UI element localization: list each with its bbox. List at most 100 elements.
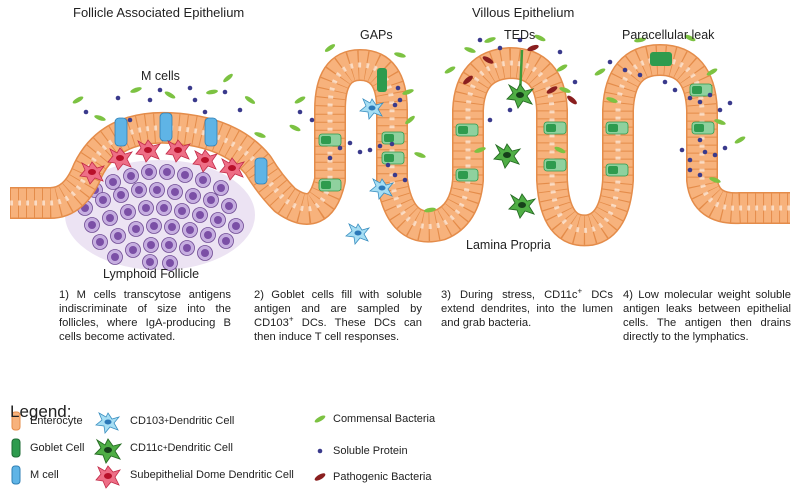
goblet-cell [650,52,672,66]
lymphocyte [131,182,147,198]
soluble-protein [687,157,693,163]
soluble-protein [697,99,703,105]
goblet-cell-granule [694,124,704,132]
legend-goblet-icon [11,438,21,458]
soluble-protein [497,45,503,51]
lymphocyte [218,233,234,249]
commensal-bacterium [684,34,696,42]
commensal-bacterium [72,96,84,104]
lymphocyte [92,234,108,250]
goblet-cell-granule [608,166,618,174]
paracellular-label: Paracellular leak [622,28,715,42]
legend-mcell-icon [11,465,21,485]
commensal-bacterium [130,87,142,93]
legend-cd11c: CD11c+ Dendritic Cell [130,442,233,454]
m-cells-label: M cells [141,69,180,83]
commensal-bacterium [606,97,618,103]
commensal-bacterium [94,115,106,121]
soluble-protein [395,85,401,91]
pathogenic-bacterium [546,86,558,94]
soluble-protein [147,97,153,103]
caption-2: 2) Goblet cells fill with soluble antige… [254,289,422,343]
lymphocyte [210,212,226,228]
lymphocyte [120,204,136,220]
soluble-protein [557,49,563,55]
soluble-protein [717,107,723,113]
soluble-protein [389,141,395,147]
goblet-cell-granule [321,136,331,144]
soluble-protein [722,145,728,151]
legend-pathogenic: Pathogenic Bacteria [333,471,432,483]
lymphocyte [221,198,237,214]
commensal-bacterium [405,115,415,125]
goblet-cell-granule [546,124,556,132]
soluble-protein [702,149,708,155]
soluble-protein [237,107,243,113]
legend-cd103-icon [95,412,120,434]
commensal-bacterium [594,68,606,76]
lymphocyte [84,217,100,233]
soluble-protein [517,37,523,43]
soluble-protein [507,107,513,113]
soluble-protein [402,177,408,183]
soluble-protein [487,117,493,123]
lymphocyte [159,164,175,180]
commensal-bacterium [254,132,266,138]
soluble-protein [397,97,403,103]
legend-soluble-icon [317,448,323,454]
lymphocyte [107,249,123,265]
lymphocyte [125,242,141,258]
soluble-protein [127,117,133,123]
soluble-protein [662,79,668,85]
fae-header: Follicle Associated Epithelium [73,5,245,20]
soluble-protein [727,100,733,106]
commensal-bacterium [206,89,218,95]
commensal-bacterium [223,73,233,83]
goblet-cell-granule [458,126,468,134]
commensal-bacterium [714,119,726,125]
m-cells [114,112,268,185]
lymphocyte [138,200,154,216]
lymphocyte [192,207,208,223]
soluble-protein [637,72,643,78]
soluble-protein [697,137,703,143]
soluble-protein [707,92,713,98]
commensal-bacterium [464,47,476,53]
caption-4: 4) Low molecular weight soluble antigen … [623,289,791,343]
lymphocyte [164,219,180,235]
lymphocyte [177,167,193,183]
pathogenic-bacterium [482,56,494,64]
commensal-bacterium [444,66,456,74]
commensal-bacterium [289,124,301,132]
commensal-bacterium [294,96,306,104]
goblet-cells [318,52,715,192]
lymphocyte [102,210,118,226]
commensal-bacteria [72,34,746,213]
legend-enterocyte-icon [11,411,21,431]
legend-soluble: Soluble Protein [333,445,408,457]
soluble-protein [347,140,353,146]
lamina-propria-label: Lamina Propria [466,238,551,252]
lymphocyte [161,237,177,253]
legend-icons [11,411,326,489]
commensal-bacterium [706,68,718,76]
commensal-bacterium [734,136,746,144]
commensal-bacterium [474,147,486,153]
caption-3: 3) During stress, CD11c+ DCs extend dend… [441,286,613,329]
soluble-protein [367,147,373,153]
soluble-protein [672,87,678,93]
commensal-bacterium [634,37,646,43]
lymphocyte [149,182,165,198]
legend-enterocyte: Enterocyte [30,415,83,427]
soluble-protein [477,37,483,43]
goblet-cell-granule [384,154,394,162]
commensal-bacterium [559,87,571,93]
commensal-bacterium [164,91,176,99]
lymphoid-follicle [65,160,255,271]
lymphocyte [213,180,229,196]
legend-title: Legend: [10,402,72,421]
legend-commensal-icon [314,415,326,423]
lymphocyte [141,164,157,180]
commensal-bacterium [424,207,436,213]
